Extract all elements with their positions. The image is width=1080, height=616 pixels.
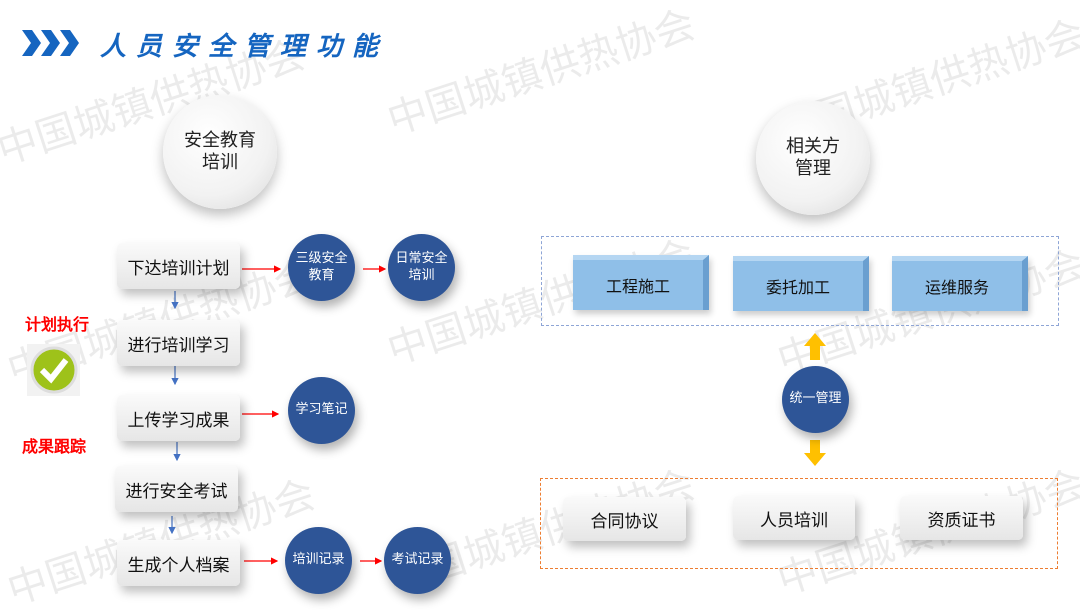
box-operations: 运维服务 xyxy=(892,256,1028,311)
node-exam-record: 考试记录 xyxy=(384,527,451,594)
step-personal-file: 生成个人档案 xyxy=(117,540,240,586)
party-types-group xyxy=(541,236,1059,326)
box-staff-training: 人员培训 xyxy=(733,496,855,540)
node-training-record: 培训记录 xyxy=(285,527,352,594)
requirements-group xyxy=(540,478,1058,569)
box-engineering: 工程施工 xyxy=(573,255,709,310)
box-qualification: 资质证书 xyxy=(900,496,1023,540)
label-plan-execution: 计划执行 xyxy=(25,315,90,334)
step-issue-plan: 下达培训计划 xyxy=(117,243,240,289)
safety-education-circle: 安全教育培训 xyxy=(163,95,277,209)
node-study-notes: 学习笔记 xyxy=(288,377,355,444)
node-three-level-education: 三级安全教育 xyxy=(288,234,355,301)
step-safety-exam: 进行安全考试 xyxy=(115,466,238,512)
label-result-tracking: 成果跟踪 xyxy=(22,437,87,456)
chevrons-icon xyxy=(22,30,79,56)
page-title: 人员安全管理功能 xyxy=(100,32,389,62)
node-unified-management: 统一管理 xyxy=(782,366,849,433)
node-daily-training: 日常安全培训 xyxy=(388,234,455,301)
related-party-circle: 相关方管理 xyxy=(756,101,870,215)
step-training-study: 进行培训学习 xyxy=(117,320,240,366)
box-contract: 合同协议 xyxy=(563,497,686,541)
step-upload-results: 上传学习成果 xyxy=(117,395,240,441)
checkmark-icon xyxy=(27,344,80,396)
box-outsourcing: 委托加工 xyxy=(733,256,869,311)
